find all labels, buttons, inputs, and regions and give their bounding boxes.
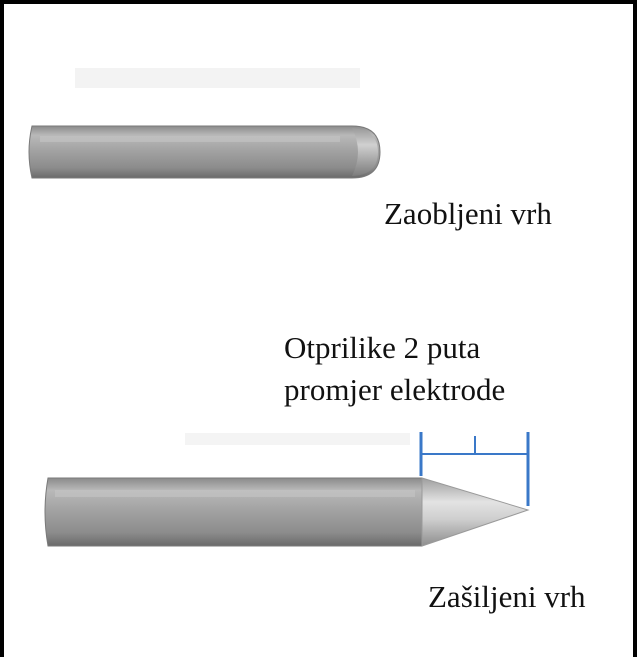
pointed-electrode-highlight bbox=[55, 490, 415, 497]
rounded-electrode-shadow bbox=[75, 68, 360, 88]
pointed-tip-label: Zašiljeni vrh bbox=[428, 579, 586, 614]
pointed-electrode-rod bbox=[44, 477, 423, 547]
pointed-electrode-shadow bbox=[185, 433, 410, 445]
rounded-electrode-rod bbox=[28, 125, 381, 179]
annotation-line-1: Otprilike 2 puta bbox=[284, 330, 481, 365]
rounded-tip-label: Zaobljeni vrh bbox=[384, 196, 552, 231]
pointed-electrode-cone bbox=[421, 477, 530, 547]
pointed-tip-electrode bbox=[44, 433, 530, 547]
dimension-bracket bbox=[419, 432, 530, 506]
annotation-line-2: promjer elektrode bbox=[284, 372, 505, 407]
rounded-tip-electrode bbox=[28, 68, 381, 179]
rounded-electrode-tip bbox=[352, 128, 378, 176]
rounded-electrode-highlight bbox=[40, 136, 340, 142]
